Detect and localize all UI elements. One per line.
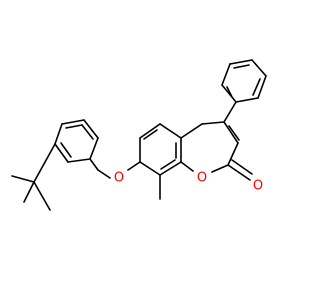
bond xyxy=(227,142,239,166)
bond-double-inner xyxy=(160,159,176,170)
bond xyxy=(139,161,161,176)
bond xyxy=(201,121,225,125)
tert-butylphenyl-ring xyxy=(54,119,99,163)
bond xyxy=(139,123,161,139)
bond xyxy=(61,119,85,125)
bond-double-inner xyxy=(81,124,94,140)
bond xyxy=(89,137,99,160)
bond xyxy=(223,101,237,123)
phenyl-ring xyxy=(221,59,267,103)
bond xyxy=(67,158,91,163)
bond-double-inner xyxy=(228,125,240,141)
bond xyxy=(251,59,267,77)
bond xyxy=(127,161,141,171)
ring-oxygen-label: O xyxy=(197,171,207,186)
bond xyxy=(159,123,182,139)
bond xyxy=(23,181,35,203)
bond-carbonyl xyxy=(227,164,251,181)
bond-carbonyl xyxy=(231,159,253,175)
bond-double-inner xyxy=(143,129,158,140)
bond xyxy=(54,143,69,163)
bond xyxy=(223,121,239,144)
bond xyxy=(83,119,99,139)
bond xyxy=(89,158,99,171)
atom-carbonyl-oxygen: O xyxy=(251,178,265,194)
bond xyxy=(180,161,194,172)
tert-butyl-group xyxy=(11,143,56,211)
bond-double-inner xyxy=(252,78,261,96)
bond xyxy=(257,75,267,99)
bond xyxy=(11,175,35,183)
bond xyxy=(211,164,229,173)
bond xyxy=(221,84,237,103)
bond-double-inner xyxy=(65,124,83,129)
bond-double-inner xyxy=(226,86,233,98)
bond xyxy=(33,143,56,183)
bond xyxy=(229,59,253,65)
bond xyxy=(235,97,259,103)
carbonyl-oxygen-label: O xyxy=(253,179,263,194)
bond-double-inner xyxy=(60,142,72,158)
bond xyxy=(180,123,203,139)
bond xyxy=(54,123,63,145)
bond xyxy=(159,161,182,176)
molecule-structure-diagram: O O O xyxy=(11,59,267,211)
benzo-ring xyxy=(139,123,182,176)
pyranone-ring xyxy=(180,121,240,173)
bond-double-inner xyxy=(233,64,250,69)
bond xyxy=(221,63,231,86)
bond xyxy=(33,181,51,211)
atom-ring-oxygen: O xyxy=(195,170,209,186)
atom-ether-oxygen: O xyxy=(112,170,126,186)
bond xyxy=(97,169,111,179)
ether-oxygen-label: O xyxy=(114,171,124,186)
